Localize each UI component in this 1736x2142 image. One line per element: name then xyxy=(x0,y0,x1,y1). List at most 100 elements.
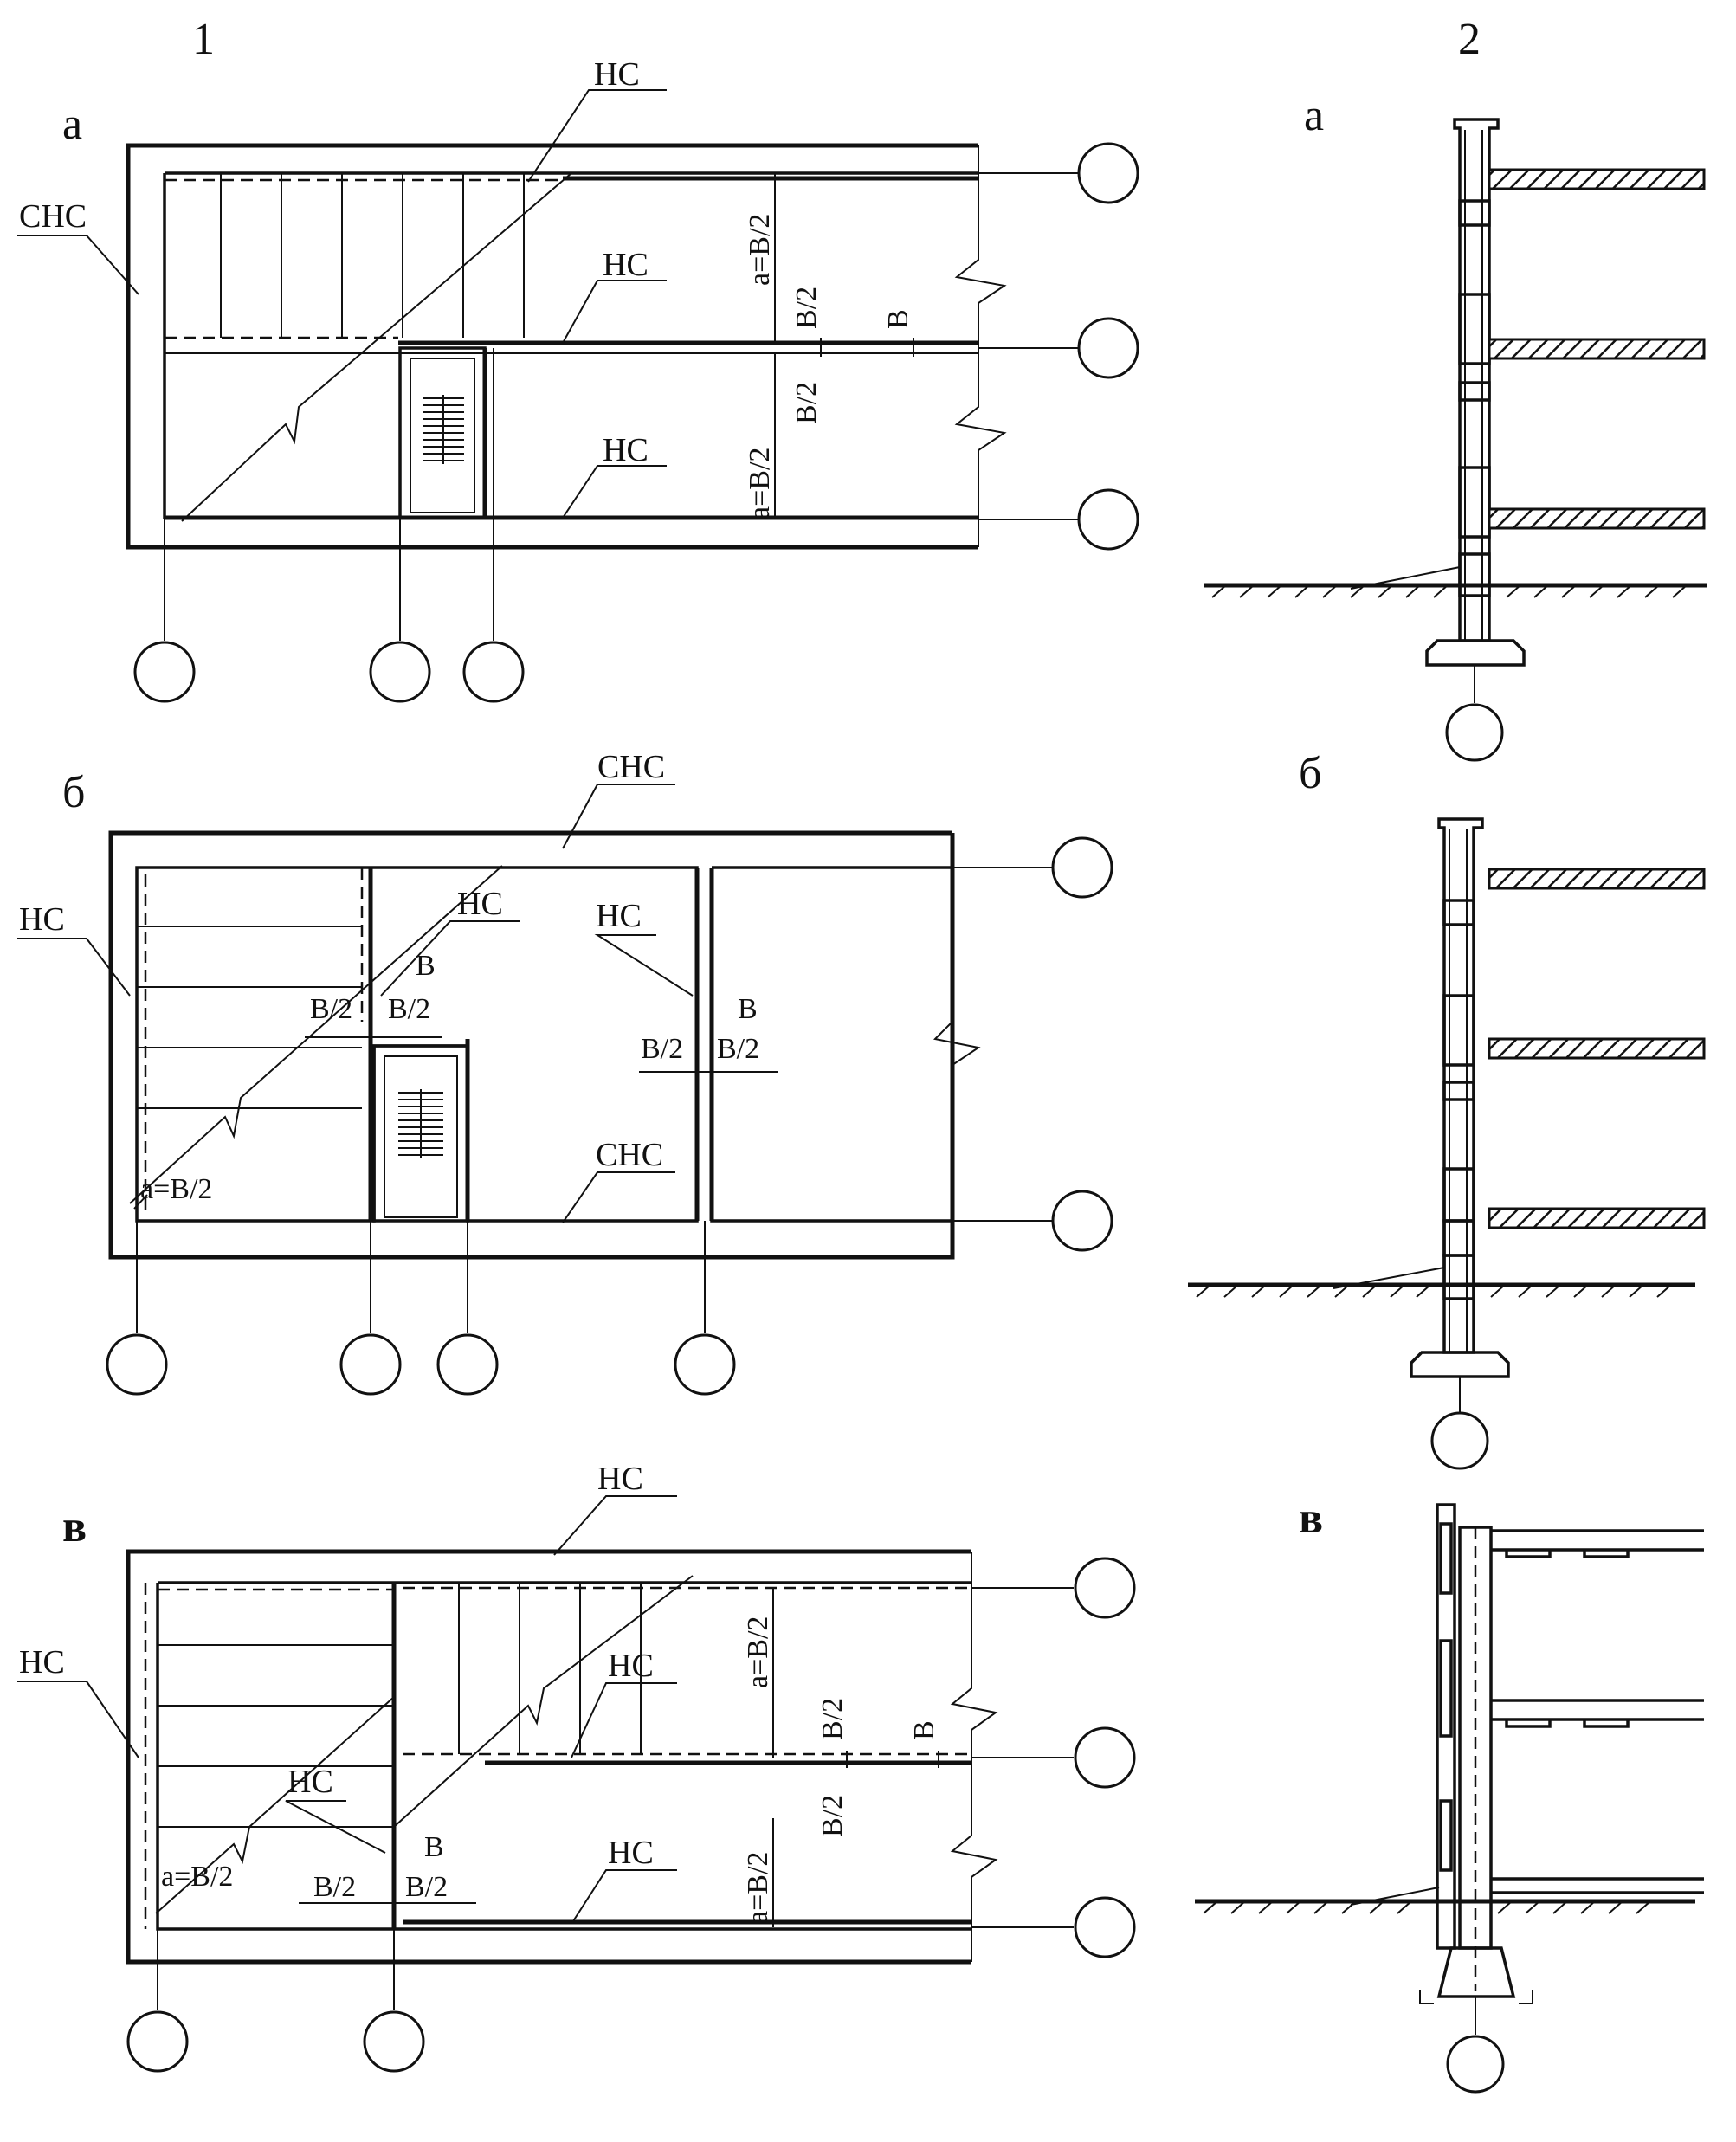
plan-a-leader-4 xyxy=(562,465,667,519)
plan-c-cut-line-2 xyxy=(393,1575,694,1828)
section-b-slab-2 xyxy=(1488,1037,1706,1060)
plan-a-axis-bubble-4 xyxy=(1077,142,1139,204)
plan-a-cut-line xyxy=(181,172,572,522)
plan-b-slab-lines xyxy=(137,926,362,1109)
section-c-footing-bracket xyxy=(1419,1990,1533,2004)
plan-b-dim-5: B/2 xyxy=(641,1033,683,1065)
plan-a-axis-bubble-1 xyxy=(133,641,196,703)
section-a-slab-1 xyxy=(1488,168,1706,190)
plan-a-dim-5: a=B/2 xyxy=(744,448,776,519)
section-c-floor-2 xyxy=(1491,1699,1704,1728)
plan-b-callout-4: НС xyxy=(596,898,642,934)
plan-a-outer-wall xyxy=(126,143,978,550)
plan-b: б xyxy=(17,749,1113,1396)
section-a-label: а xyxy=(1304,91,1324,140)
plan-a-leader-3 xyxy=(562,280,667,344)
plan-b-break-line xyxy=(933,833,981,1257)
plan-c-axis-bubble-3 xyxy=(1074,1557,1136,1619)
plan-b-callout-3: НС xyxy=(457,886,503,922)
plan-b-axis-bubble-2 xyxy=(339,1333,402,1396)
plan-b-axis-bubble-5 xyxy=(1051,836,1113,899)
plan-b-callout-2: СНС xyxy=(597,749,665,785)
section-c: в xyxy=(1195,1494,1704,2094)
section-c-label: в xyxy=(1299,1494,1323,1543)
plan-c-dim-2: B/2 xyxy=(816,1698,849,1740)
section-a-footing xyxy=(1425,639,1526,667)
plan-c-leader-1 xyxy=(553,1495,677,1556)
section-b-axis-bubble xyxy=(1430,1411,1489,1470)
plan-c-axis-bubble-1 xyxy=(126,2010,189,2073)
plan-c-dim-3: B xyxy=(908,1720,940,1740)
column-number-left: 1 xyxy=(192,15,215,64)
plan-c-callout-1: НС xyxy=(597,1461,643,1497)
plan-c-label: в xyxy=(62,1502,87,1552)
section-b-joints xyxy=(1442,899,1475,1300)
plan-b-axis-bubble-3 xyxy=(436,1333,499,1396)
plan-b-axis-bubble-4 xyxy=(674,1333,736,1396)
plan-c-leader-2 xyxy=(17,1681,139,1758)
plan-c-callout-5: НС xyxy=(608,1835,654,1871)
section-b-label: б xyxy=(1299,749,1321,798)
plan-c-callout-3: НС xyxy=(608,1648,654,1684)
plan-b-dim-lines xyxy=(133,1036,778,1210)
plan-a-callout-2: НС xyxy=(594,56,640,93)
section-c-floor-3 xyxy=(1491,1877,1704,1894)
plan-b-leader-1 xyxy=(17,938,131,997)
section-a-axis-bubble xyxy=(1445,703,1504,762)
plan-a-callout-3: НС xyxy=(603,247,649,283)
plan-a-callout-1: СНС xyxy=(19,198,87,235)
section-b-slab-1 xyxy=(1488,868,1706,890)
plan-b-leader-3 xyxy=(380,920,520,997)
plan-c-leader-4 xyxy=(285,1800,386,1854)
plan-c-leader-5 xyxy=(571,1869,677,1925)
plan-c-leader-3 xyxy=(571,1682,677,1758)
section-a-joints xyxy=(1458,199,1491,597)
plan-a-axes xyxy=(133,142,1139,703)
column-number-right: 2 xyxy=(1458,15,1481,64)
plan-c-dim-lines xyxy=(299,1588,939,1927)
plan-b-axes xyxy=(106,836,1113,1396)
plan-a-label: а xyxy=(62,100,82,149)
plan-b-leader-4 xyxy=(594,934,694,997)
plan-b-callout-5: СНС xyxy=(596,1137,663,1173)
section-a: а xyxy=(1204,91,1707,762)
section-c-panel-joints xyxy=(1439,1522,1453,1872)
plan-c-dim-8: B/2 xyxy=(405,1871,448,1903)
plan-b-stair-inner xyxy=(384,1055,458,1218)
section-a-slab-2 xyxy=(1488,338,1706,360)
plan-b-dim-7: a=B/2 xyxy=(140,1173,212,1205)
plan-a-axis-bubble-6 xyxy=(1077,488,1139,551)
plan-c-callout-2: НС xyxy=(19,1644,65,1681)
plan-a-axis-bubble-3 xyxy=(462,641,525,703)
section-b-blind-area xyxy=(1333,1267,1445,1289)
plan-b-dim-3: B/2 xyxy=(388,993,430,1025)
section-c-blind-area xyxy=(1350,1887,1440,1906)
section-b-footing xyxy=(1410,1351,1510,1378)
plan-c-inner-contour xyxy=(156,1581,971,1931)
plan-b-axis-bubble-6 xyxy=(1051,1190,1113,1252)
section-b: б xyxy=(1188,749,1706,1470)
plan-a-callout-4: НС xyxy=(603,432,649,468)
plan-b-label: б xyxy=(62,768,85,817)
section-a-ground-hatch xyxy=(1211,584,1688,598)
plan-a-stair-inner xyxy=(410,358,475,513)
plan-b-dim-1: B xyxy=(416,950,436,982)
plan-a-axis-bubble-2 xyxy=(369,641,431,703)
plan-c: в xyxy=(17,1461,1136,2073)
section-b-ground-hatch xyxy=(1196,1284,1672,1298)
section-b-slab-3 xyxy=(1488,1207,1706,1229)
plan-a-axis-bubble-5 xyxy=(1077,317,1139,379)
plan-c-outer-wall xyxy=(126,1549,971,1965)
plan-c-break-line xyxy=(950,1552,998,1962)
plan-a-stair-treads xyxy=(423,395,464,464)
plan-c-dim-4: B/2 xyxy=(816,1795,849,1837)
plan-b-outer-wall xyxy=(108,830,955,1260)
section-c-axis-bubble xyxy=(1446,2035,1505,2094)
plan-b-stair-treads xyxy=(398,1089,443,1158)
plan-a-dim-3: B xyxy=(882,309,914,329)
plan-b-leader-2 xyxy=(562,784,675,849)
plan-b-callout-1: НС xyxy=(19,901,65,938)
plan-a-dim-2: B/2 xyxy=(791,287,823,329)
